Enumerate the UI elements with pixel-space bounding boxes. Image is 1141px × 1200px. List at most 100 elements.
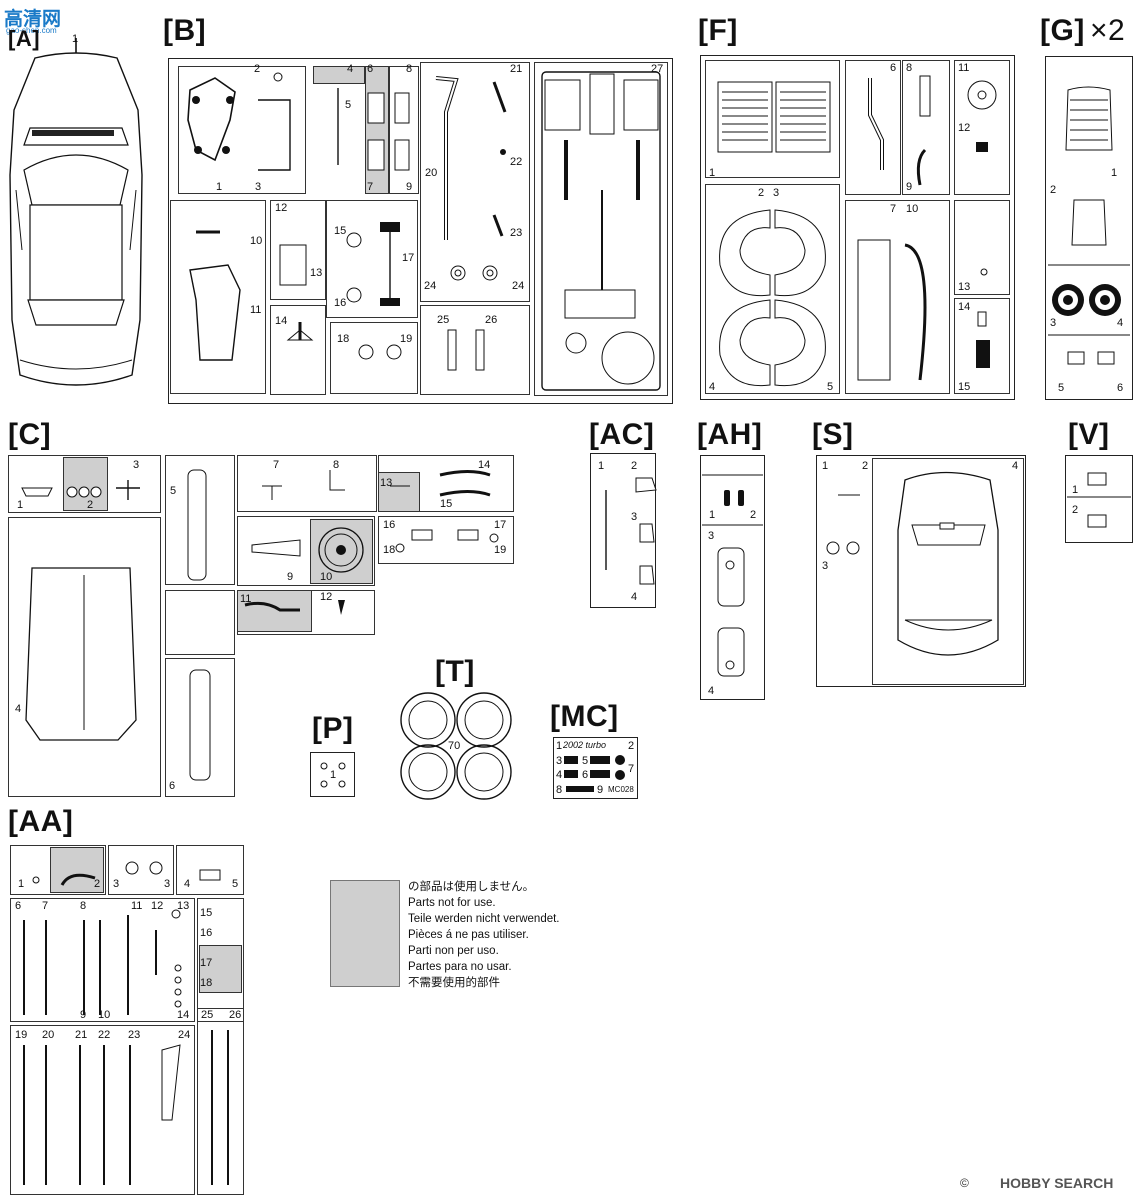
part-number: 6	[15, 900, 22, 912]
part-number: 70	[448, 740, 461, 752]
sprue-f-parts	[717, 75, 997, 387]
part-number: 9	[906, 181, 913, 193]
sprue-b-cell	[270, 305, 326, 395]
decal-code: MC028	[608, 785, 634, 794]
sprue-f-cell	[705, 184, 840, 394]
sprue-aa-cell	[197, 1008, 244, 1195]
sprue-aa-cell	[176, 845, 244, 895]
part-number: 5	[345, 99, 352, 111]
part-number: 2	[1050, 184, 1057, 196]
part-number: 3	[773, 187, 780, 199]
sprue-b-cell	[178, 66, 306, 194]
sprue-f-cell	[954, 60, 1010, 195]
sprue-f-cell	[845, 200, 950, 394]
sprue-aa-unused-area	[50, 847, 104, 893]
part-number: 1	[709, 167, 716, 179]
sprue-v-frame	[1065, 455, 1133, 543]
part-number: 12	[151, 900, 164, 912]
sprue-b-cell	[326, 200, 418, 318]
part-number: 5	[170, 485, 177, 497]
part-number: 19	[494, 544, 507, 556]
sprue-c-cell	[378, 516, 514, 564]
part-number: 14	[478, 459, 491, 471]
part-number: 7	[42, 900, 49, 912]
legend-swatch	[330, 880, 400, 987]
hobby-search-watermark: HOBBY SEARCH	[1000, 1175, 1114, 1191]
part-number: 24	[512, 280, 525, 292]
part-number: 2	[94, 878, 101, 890]
part-number: 3	[113, 878, 120, 890]
part-number: 2	[750, 509, 757, 521]
sprue-p-frame	[310, 752, 355, 797]
part-number: 6	[367, 63, 374, 75]
part-number: 24	[178, 1029, 191, 1041]
part-number: 17	[402, 252, 415, 264]
part-number: 4	[708, 685, 715, 697]
part-number: 21	[75, 1029, 88, 1041]
sprue-aa-cell	[197, 898, 244, 1022]
part-number: 26	[485, 314, 498, 326]
legend-text-fr: Pièces á ne pas utiliser.	[408, 929, 529, 941]
part-number: 14	[958, 301, 971, 313]
part-number: 16	[200, 927, 213, 939]
sprue-c-unused-area	[63, 457, 108, 511]
part-number: 5	[1058, 382, 1065, 394]
part-number: 20	[42, 1029, 55, 1041]
part-number: 14	[275, 315, 288, 327]
part-number: 1	[18, 878, 25, 890]
sprue-multiplier: ×2	[1090, 14, 1126, 47]
part-number: 16	[334, 297, 347, 309]
part-number: 27	[651, 63, 664, 75]
sprue-aa-unused-area	[199, 945, 242, 993]
sprue-f-cell	[954, 200, 1010, 295]
part-number: 2	[631, 460, 638, 472]
part-number: 3	[133, 459, 140, 471]
part-number: 2	[628, 740, 635, 752]
sprue-f-cell	[902, 60, 950, 195]
part-number: 8	[80, 900, 87, 912]
legend-text-zh: 不需要使用的部件	[408, 977, 500, 989]
legend-text-en: Parts not for use.	[408, 897, 496, 909]
sprue-b-cell	[330, 322, 418, 394]
watermark-logo: 高清网	[4, 9, 62, 30]
part-number: 9	[80, 1009, 87, 1021]
part-number: 4	[184, 878, 191, 890]
part-number: 19	[400, 333, 413, 345]
part-number: 3	[708, 530, 715, 542]
part-number: 4	[556, 769, 563, 781]
part-number: 9	[406, 181, 413, 193]
part-number: 1	[556, 740, 563, 752]
part-number: 13	[177, 900, 190, 912]
part-number: 9	[287, 571, 294, 583]
part-number: 3	[255, 181, 262, 193]
part-number: 1	[1111, 167, 1118, 179]
part-number: 12	[958, 122, 971, 134]
sprue-b-unused-area	[365, 66, 389, 194]
part-number: 1	[709, 509, 716, 521]
part-number: 13	[310, 267, 323, 279]
part-number: 5	[232, 878, 239, 890]
part-number: 21	[510, 63, 523, 75]
part-number: 17	[200, 957, 213, 969]
part-number: 10	[906, 203, 919, 215]
legend-text-de: Teile werden nicht verwendet.	[408, 913, 560, 925]
decal-parts	[564, 755, 625, 792]
part-number: 8	[333, 459, 340, 471]
sprue-aa-cell	[10, 898, 195, 1022]
part-number: 3	[556, 755, 563, 767]
part-number: 5	[582, 755, 589, 767]
sprue-p-parts	[320, 762, 346, 788]
sprue-c-cell	[378, 455, 514, 512]
sprue-label-b: [B]	[163, 14, 207, 47]
sprue-label-mc: [MC]	[550, 700, 619, 733]
part-number: 16	[383, 519, 396, 531]
part-number: 15	[334, 225, 347, 237]
part-number: 11	[958, 62, 970, 74]
sprue-s-parts	[826, 471, 999, 656]
sprue-b-cell	[534, 62, 668, 396]
sprue-b-cell	[170, 200, 266, 394]
part-number: 3	[1050, 317, 1057, 329]
part-number: 3	[822, 560, 829, 572]
part-number: 22	[510, 156, 523, 168]
sprue-aa-parts	[23, 861, 229, 1185]
